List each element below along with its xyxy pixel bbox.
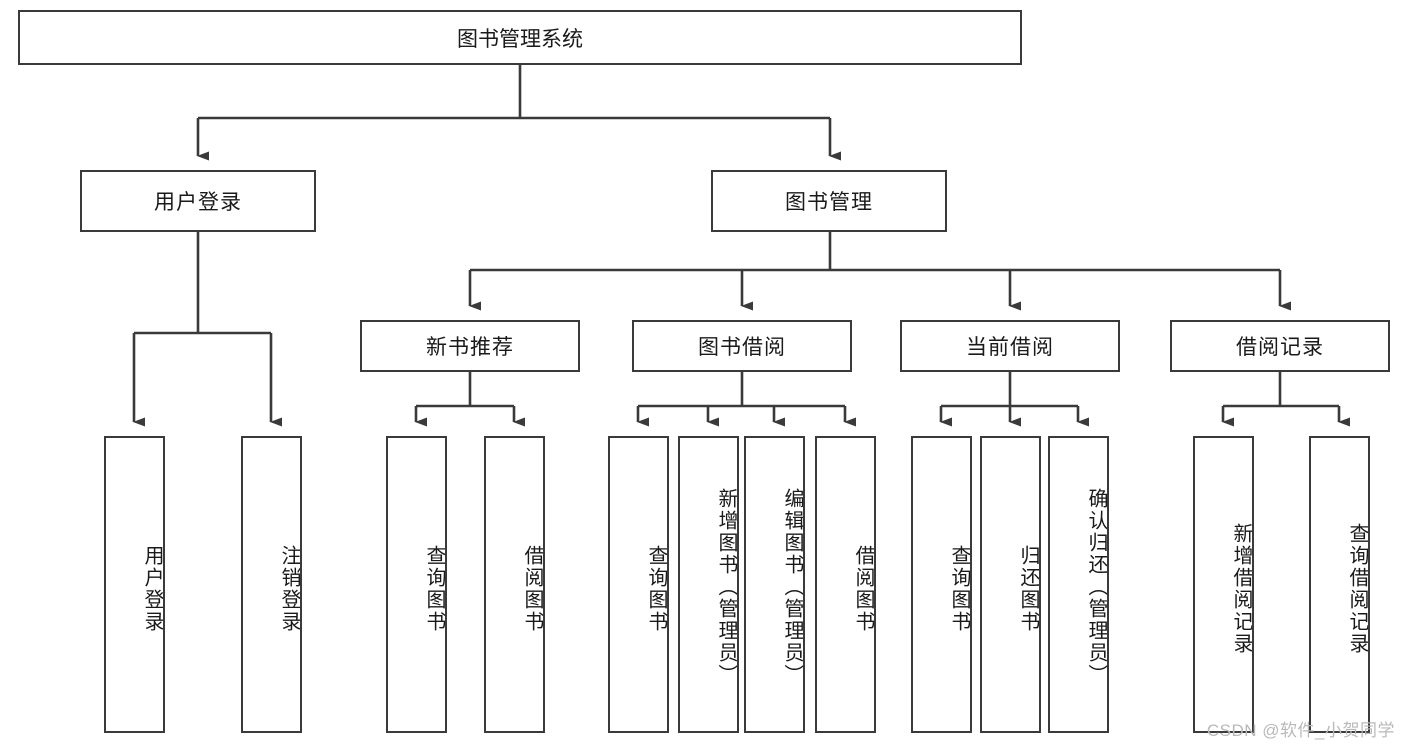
node-root-system[interactable]: 图书管理系统 — [18, 10, 1022, 65]
leaf-add-borrow-record[interactable]: 新增借阅记录 — [1193, 436, 1254, 733]
leaf-return-books[interactable]: 归还图书 — [980, 436, 1041, 733]
node-book-borrowing[interactable]: 图书借阅 — [632, 320, 852, 372]
node-borrow-records[interactable]: 借阅记录 — [1170, 320, 1390, 372]
node-new-book-recommendation[interactable]: 新书推荐 — [360, 320, 580, 372]
node-book-management[interactable]: 图书管理 — [711, 170, 947, 232]
leaf-confirm-return-admin[interactable]: 确认归还（管理员） — [1048, 436, 1109, 733]
leaf-query-books-borrow[interactable]: 查询图书 — [608, 436, 669, 733]
node-user-login[interactable]: 用户登录 — [80, 170, 316, 232]
leaf-logout[interactable]: 注销登录 — [241, 436, 302, 733]
node-current-borrowing[interactable]: 当前借阅 — [900, 320, 1120, 372]
leaf-add-book-admin[interactable]: 新增图书（管理员） — [678, 436, 739, 733]
leaf-query-books-recommend[interactable]: 查询图书 — [386, 436, 447, 733]
leaf-borrow-books-borrow[interactable]: 借阅图书 — [815, 436, 876, 733]
watermark-credit: CSDN @软件_小贺同学 — [1206, 721, 1395, 740]
leaf-query-borrow-record[interactable]: 查询借阅记录 — [1309, 436, 1370, 733]
leaf-edit-book-admin[interactable]: 编辑图书（管理员） — [744, 436, 805, 733]
leaf-user-login[interactable]: 用户登录 — [104, 436, 165, 733]
leaf-query-books-current[interactable]: 查询图书 — [911, 436, 972, 733]
leaf-borrow-books-recommend[interactable]: 借阅图书 — [484, 436, 545, 733]
